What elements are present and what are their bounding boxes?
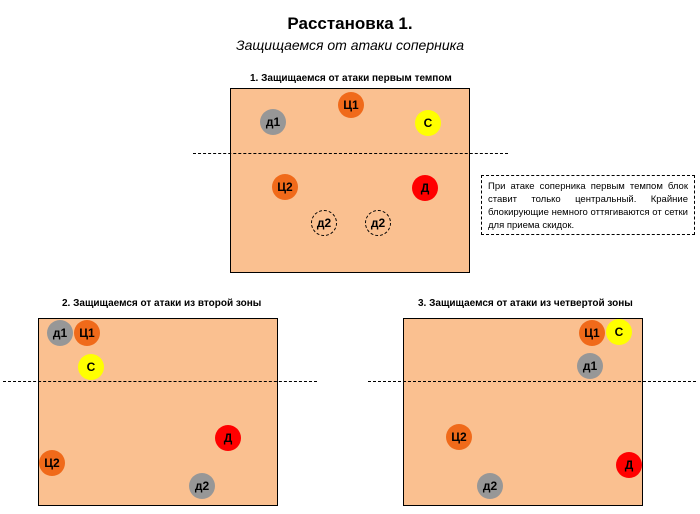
court-3-player-d2: д2 — [477, 473, 503, 499]
note-box: При атаке соперника первым темпом блок с… — [481, 175, 695, 235]
court-1-player-d2-ghost-left: д2 — [311, 210, 337, 236]
court-2-player-d: Д — [215, 425, 241, 451]
court-2 — [38, 318, 278, 506]
court-3-title: 3. Защищаемся от атаки из четвертой зоны — [418, 298, 633, 309]
court-1-player-c2: Ц2 — [272, 174, 298, 200]
court-2-net — [3, 381, 317, 382]
court-1-player-d2-ghost-right: д2 — [365, 210, 391, 236]
court-1-player-s: С — [415, 110, 441, 136]
court-2-player-s: С — [78, 354, 104, 380]
court-3-player-s: С — [606, 319, 632, 345]
page-title: Расстановка 1. — [287, 14, 413, 33]
page-subtitle: Защищаемся от атаки соперника — [235, 37, 465, 53]
court-3-player-d: Д — [616, 452, 642, 478]
court-2-player-c1: Ц1 — [74, 320, 100, 346]
court-1-player-d1: д1 — [260, 109, 286, 135]
court-1-title: 1. Защищаемся от атаки первым темпом — [250, 73, 452, 84]
court-1-player-d: Д — [412, 175, 438, 201]
court-3-player-c1: Ц1 — [579, 320, 605, 346]
court-3-player-d1: д1 — [577, 353, 603, 379]
court-3-player-c2: Ц2 — [446, 424, 472, 450]
court-1-net — [193, 153, 508, 154]
court-3 — [403, 318, 643, 506]
court-1-player-c1: Ц1 — [338, 92, 364, 118]
court-2-player-c2: Ц2 — [39, 450, 65, 476]
court-2-player-d1: д1 — [47, 320, 73, 346]
court-3-net — [368, 381, 696, 382]
court-2-player-d2: д2 — [189, 473, 215, 499]
court-2-title: 2. Защищаемся от атаки из второй зоны — [62, 298, 262, 309]
